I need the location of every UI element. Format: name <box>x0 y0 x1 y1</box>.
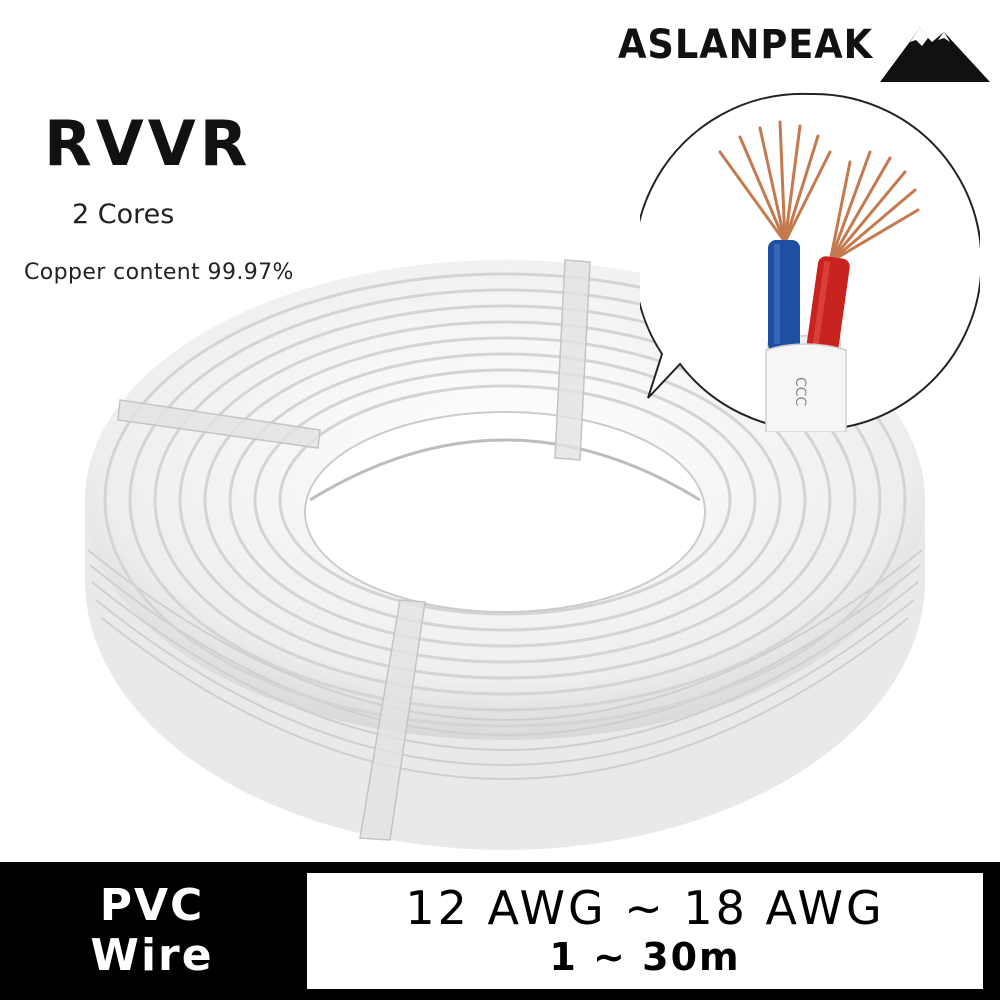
sheath-mark: CCC <box>792 377 808 407</box>
brand-logo: ASLANPEAK <box>612 10 992 82</box>
core-count: 2 Cores <box>72 199 175 230</box>
spec-bar: PVC Wire 12 AWG ~ 18 AWG 1 ~ 30m <box>0 862 1000 1000</box>
material-line-1: PVC <box>99 880 205 931</box>
mountain-icon <box>880 28 990 82</box>
length-range: 1 ~ 30m <box>549 935 741 979</box>
copper-content: Copper content 99.97% <box>24 260 294 285</box>
material-line-2: Wire <box>90 930 214 981</box>
size-spec: 12 AWG ~ 18 AWG 1 ~ 30m <box>304 870 986 992</box>
product-model: RVVR <box>44 107 252 180</box>
material-label: PVC Wire <box>0 862 304 1000</box>
brand-name: ASLANPEAK <box>618 22 874 68</box>
cable-detail-zoom: CCC <box>640 92 980 432</box>
gauge-range: 12 AWG ~ 18 AWG <box>405 881 885 935</box>
